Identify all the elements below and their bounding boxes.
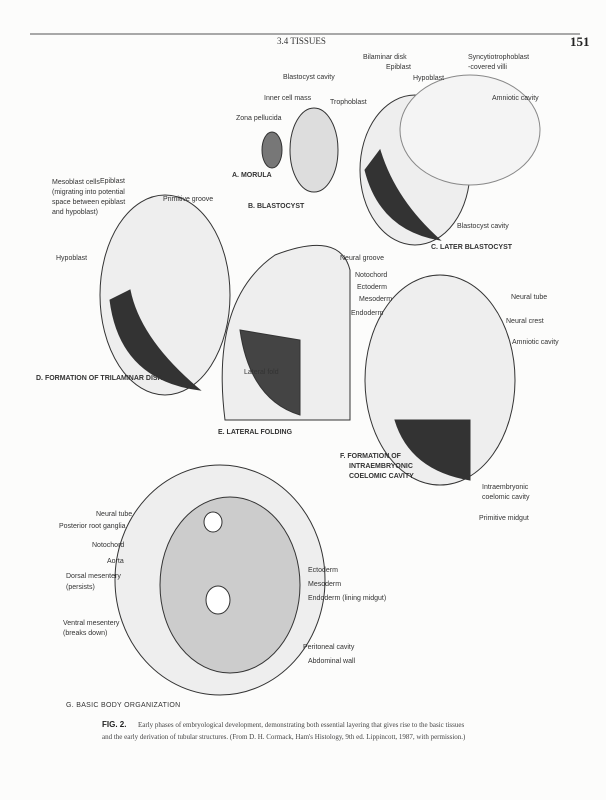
label: Inner cell mass [264, 95, 312, 102]
label: Epiblast [100, 178, 125, 185]
label: Lateral fold [244, 369, 279, 376]
label: Neural tube [511, 294, 548, 301]
label: Ventral mesentery [63, 620, 120, 627]
figure-label: FIG. 2. [102, 720, 127, 729]
panel-title: A. MORULA [232, 172, 272, 179]
label: Notochord [355, 272, 388, 279]
label: (persists) [66, 584, 95, 591]
label: Intraembryonic [482, 484, 529, 491]
label: Zona pellucida [236, 115, 282, 122]
caption-line: and the early derivation of tubular stru… [102, 733, 466, 741]
blastocyst-drawing [289, 107, 339, 193]
label: Blastocyst cavity [283, 74, 335, 81]
panel-title: G. BASIC BODY ORGANIZATION [66, 702, 181, 709]
panel-title: B. BLASTOCYST [248, 203, 305, 210]
panel-title: D. FORMATION OF TRILAMINAR DISK [36, 375, 163, 382]
label: Mesoderm [359, 296, 393, 303]
panel-title: COELOMIC CAVITY [349, 473, 414, 480]
label: Peritoneal cavity [303, 644, 355, 651]
caption-line: Early phases of embryological developmen… [138, 721, 465, 729]
label: Posterior root ganglia [59, 523, 126, 530]
label: Dorsal mesentery [66, 573, 121, 580]
label: Notochord [92, 542, 125, 549]
panel-title: F. FORMATION OF [340, 453, 401, 460]
label: Mesoblast cells [52, 179, 100, 186]
label: -covered villi [468, 64, 507, 71]
label: Neural groove [340, 255, 384, 262]
panel-title: C. LATER BLASTOCYST [431, 244, 513, 251]
label: Trophoblast [330, 99, 367, 106]
label: Abdominal wall [308, 658, 356, 665]
label: and hypoblast) [52, 209, 98, 216]
label: coelomic cavity [482, 494, 530, 501]
label: Primitive midgut [479, 515, 529, 522]
label: Ectoderm [357, 284, 387, 291]
label: Mesoderm [308, 581, 342, 588]
label: Hypoblast [56, 255, 88, 262]
page-number: 151 [570, 34, 590, 49]
label: Ectoderm [308, 567, 338, 574]
label: space between epiblast [52, 199, 126, 206]
label: (migrating into potential [52, 189, 125, 196]
label: Blastocyst cavity [457, 223, 509, 230]
label: Amniotic cavity [512, 339, 559, 346]
panel-title: E. LATERAL FOLDING [218, 429, 293, 436]
label: Aorta [107, 558, 124, 565]
label: Neural tube [96, 511, 133, 518]
label: Epiblast [386, 64, 411, 71]
label: Endoderm [351, 310, 384, 317]
morula-drawing [261, 131, 283, 169]
label: Amniotic cavity [492, 95, 539, 102]
label: Syncytiotrophoblast [468, 54, 530, 61]
section-header: 3.4 TISSUES [277, 36, 326, 46]
label: Primitive groove [163, 196, 214, 203]
label: (breaks down) [63, 630, 108, 637]
label: Bilaminar disk [363, 54, 407, 61]
label: Endoderm (lining midgut) [308, 595, 387, 602]
label: Hypoblast [413, 75, 445, 82]
label: Neural crest [506, 318, 544, 325]
panel-title: INTRAEMBRYONIC [349, 463, 413, 470]
